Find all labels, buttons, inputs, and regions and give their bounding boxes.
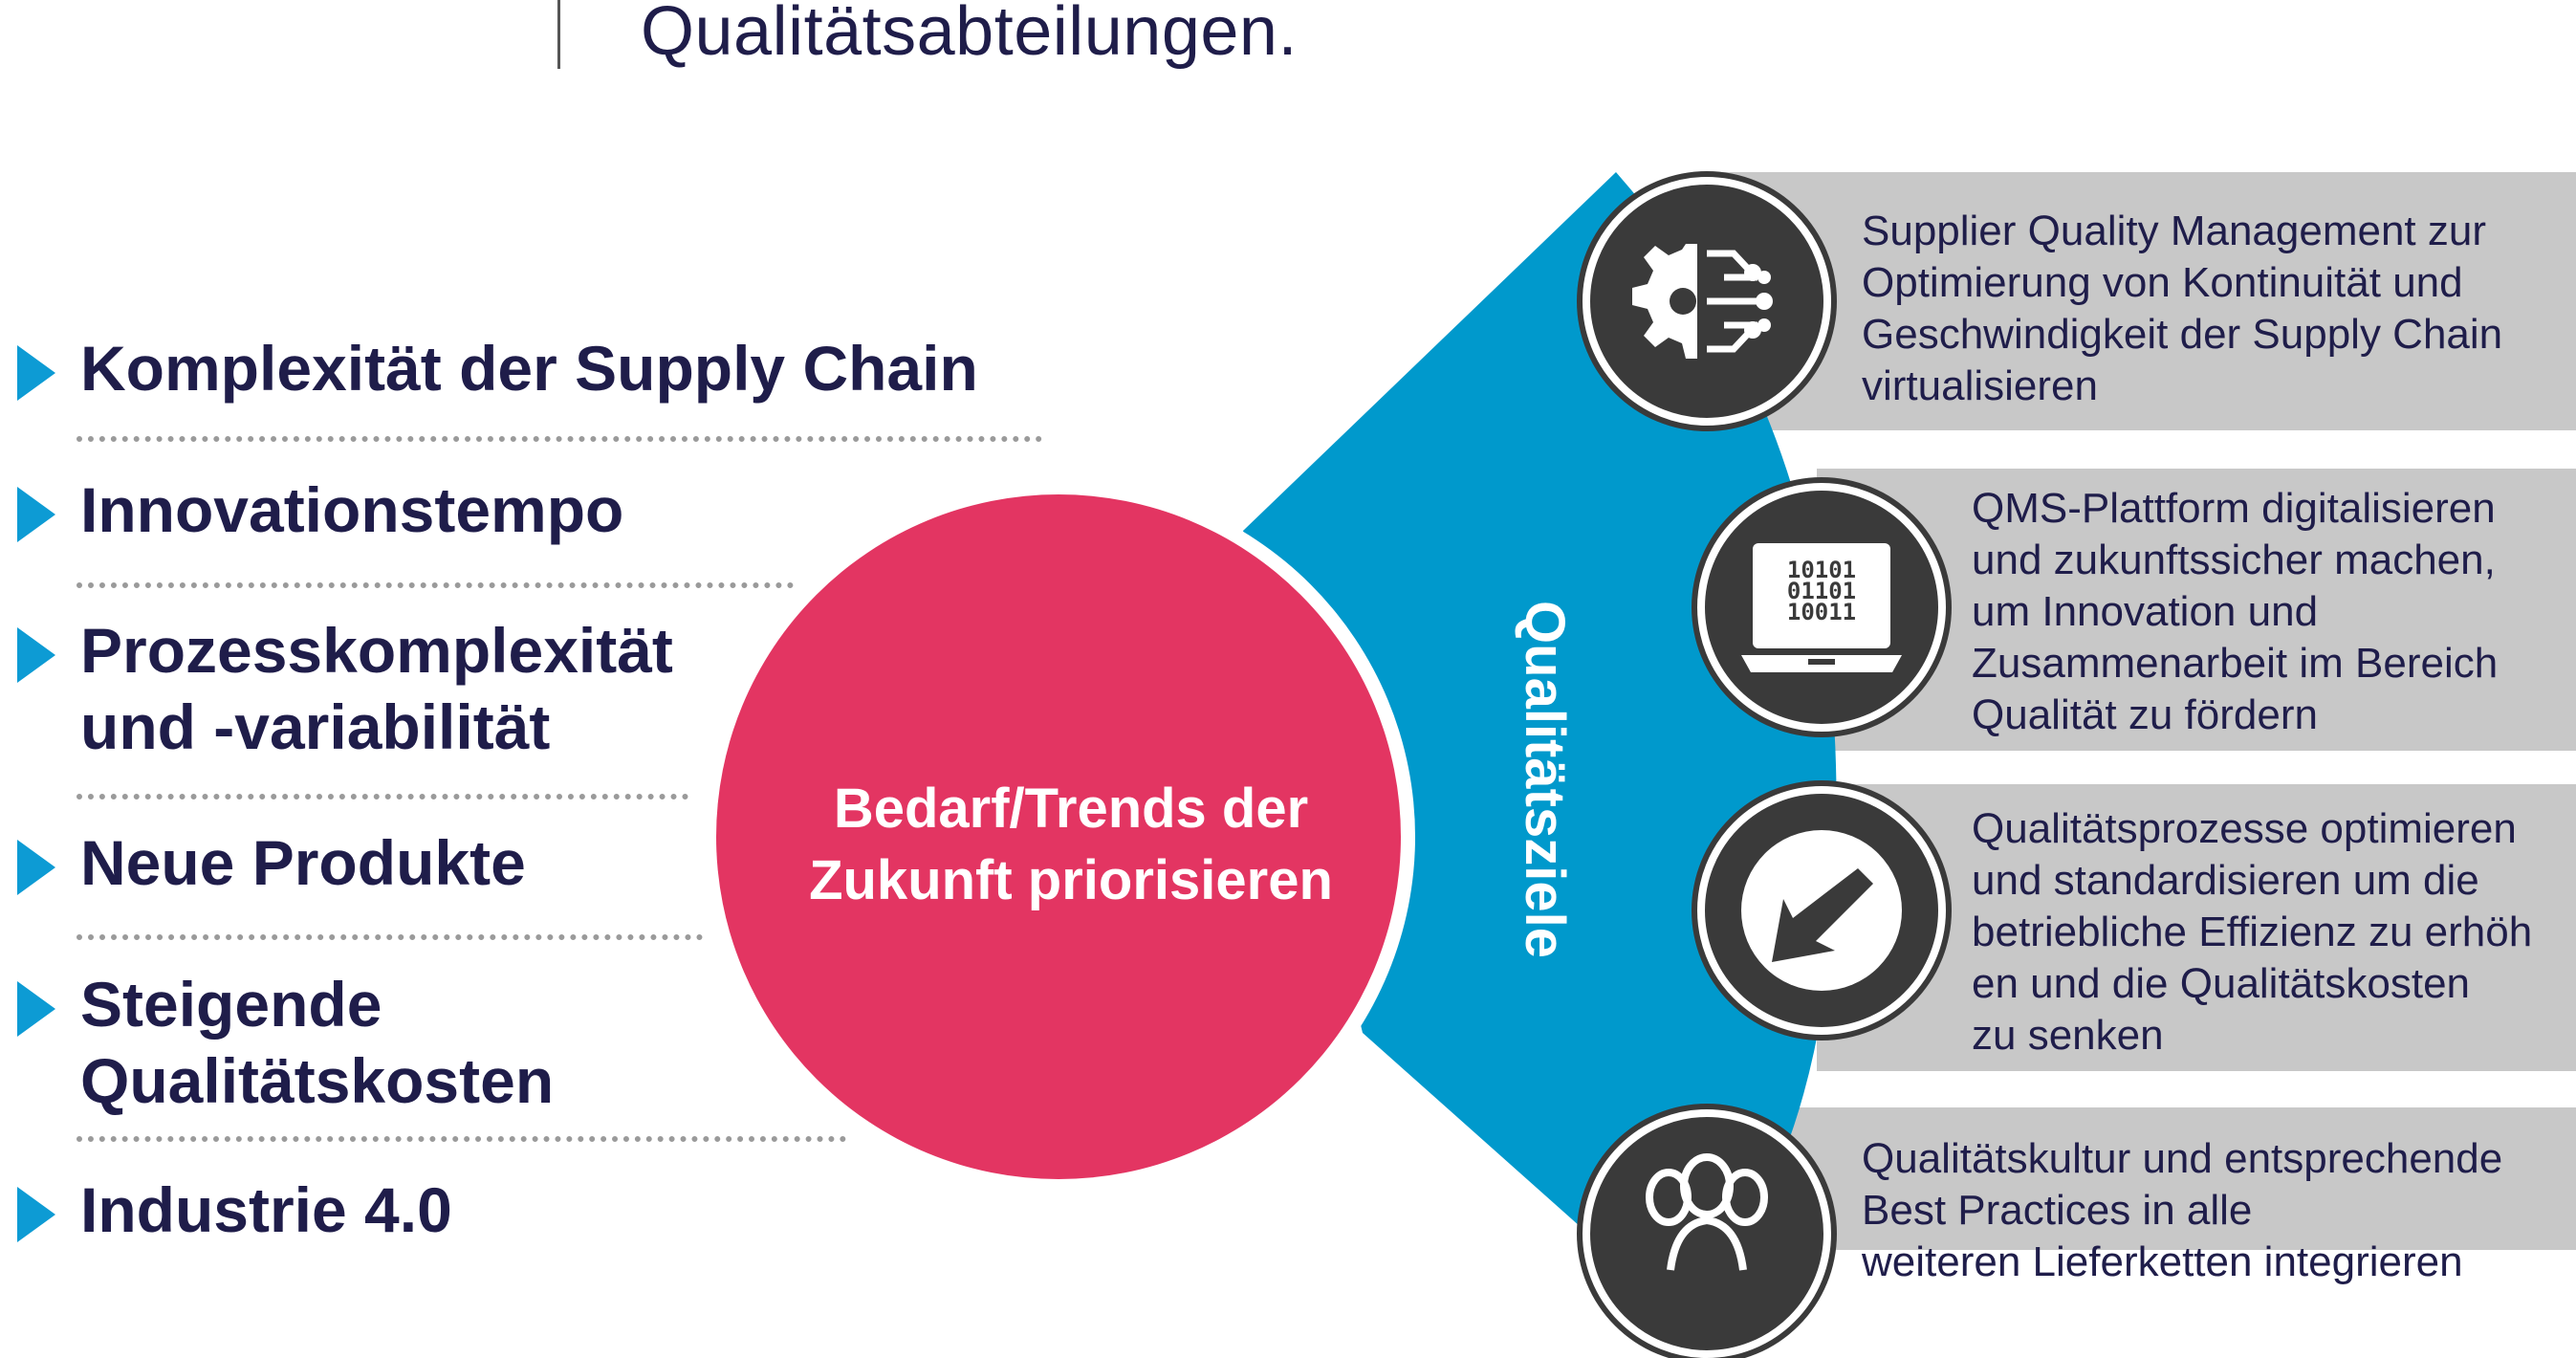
driver-label: Industrie 4.0 [80,1174,452,1245]
people-group-icon [1646,1153,1768,1271]
goal-icon-circle-2: 10101 01101 10011 [1697,483,1946,732]
goal-icon-circle-1 [1583,177,1831,426]
goal-panel-4 [1712,1107,2576,1250]
dotted-divider [76,436,1042,442]
header-divider [557,0,560,69]
driver-label: Komplexität der Supply Chain [80,333,978,404]
goal-text-2: QMS-Plattform digitalisieren und zukunft… [1972,485,2499,738]
goal-text-3: Qualitätsprozesse optimieren und standar… [1972,805,2533,1059]
driver-label-line2: und -variabilität [80,691,551,762]
dotted-divider [76,582,794,588]
triangle-bullet-icon [17,345,55,401]
header-text: Qualitätsabteilungen. [641,0,1298,70]
dotted-divider [76,1136,846,1142]
gear-circuit-icon [1632,244,1773,359]
triangle-bullet-icon [17,627,55,683]
driver-label: Innovationstempo [80,474,624,545]
triangle-bullet-icon [17,840,55,895]
goal-text-1: Supplier Quality Management zur Optimier… [1862,208,2503,409]
center-circle [716,494,1401,1179]
driver-label: Steigende [80,969,382,1040]
goal-icon-circle-3 [1697,786,1946,1035]
center-line-1: Bedarf/Trends der [833,778,1309,840]
center-circle-text: Bedarf/Trends der Zukunft priorisieren [727,773,1415,916]
goal-text-4: Qualitätskultur und entsprechende Best P… [1862,1135,2503,1285]
diagram-shapes [716,172,1837,1250]
dotted-divider [76,794,688,799]
triangle-bullet-icon [17,487,55,542]
driver-label: Prozesskomplexität [80,615,673,686]
binary-code: 10101 01101 10011 [1786,557,1857,625]
triangle-bullet-icon [17,981,55,1037]
goal-icon-circle-4 [1583,1109,1831,1358]
goals-wedge [1243,172,1837,1250]
driver-label: Neue Produkte [80,827,526,898]
triangle-bullet-icon [17,1187,55,1242]
driver-label-line2: Qualitätskosten [80,1045,555,1116]
goal-panel-1 [1712,172,2576,430]
arrow-down-left-icon [1741,830,1902,991]
wedge-label: Qualitätsziele [1514,601,1576,958]
center-line-2: Zukunft priorisieren [809,849,1333,911]
laptop-binary-icon [1741,543,1902,672]
dotted-divider [76,934,703,940]
